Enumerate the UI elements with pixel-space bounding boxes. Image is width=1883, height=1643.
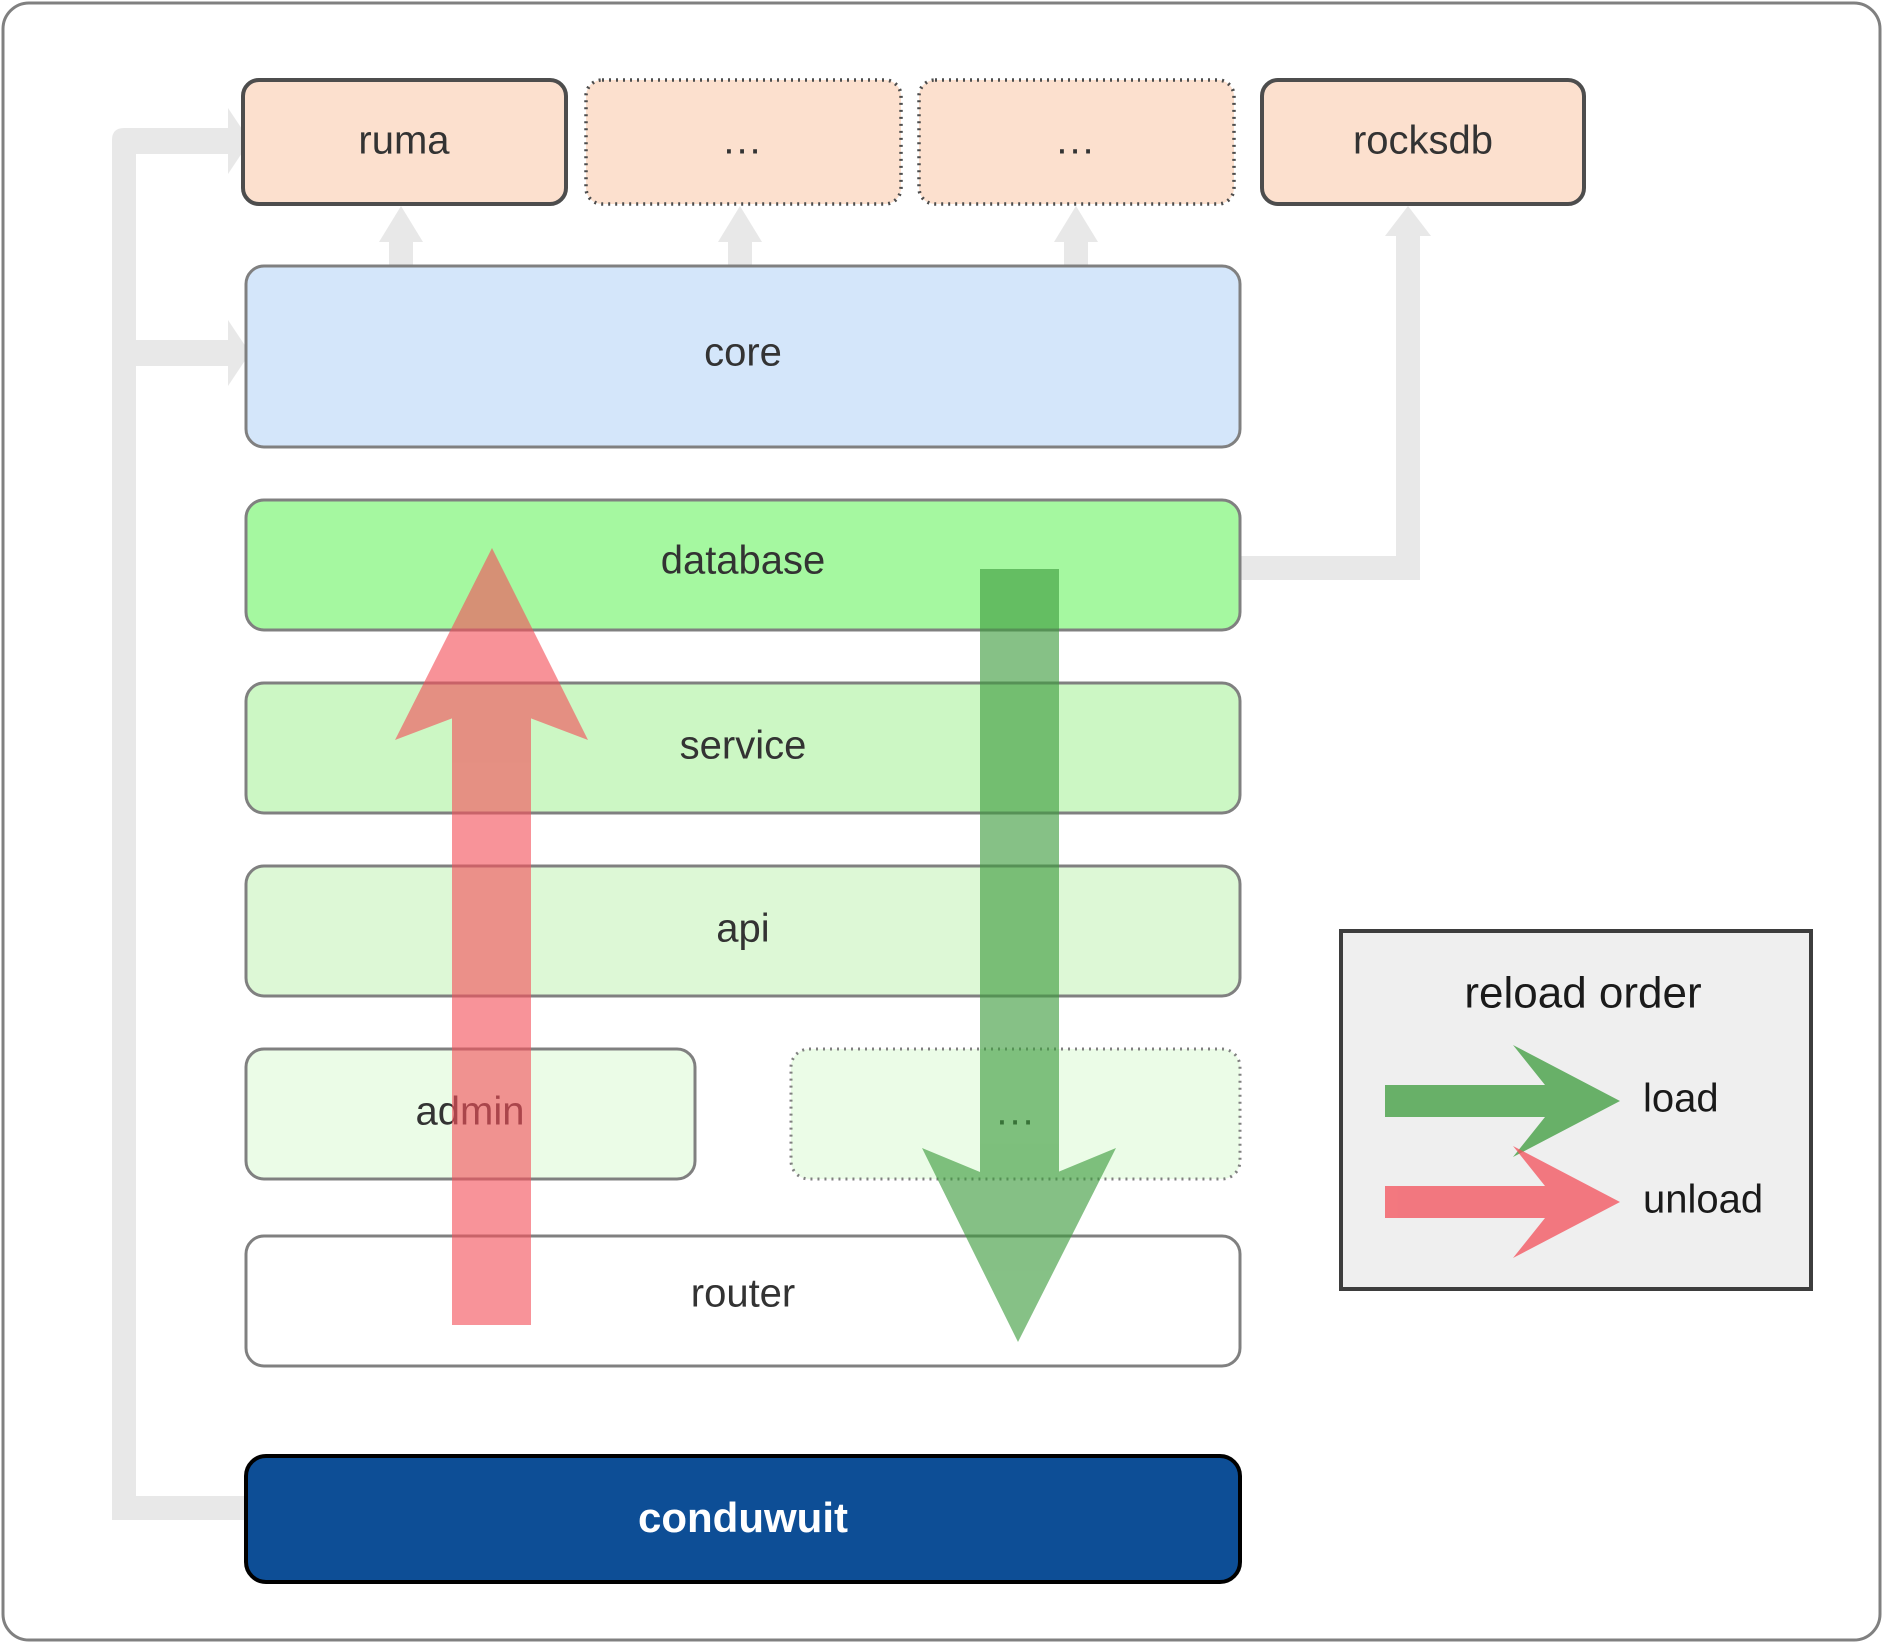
node-ext-placeholder-1[interactable]: ... — [584, 78, 903, 206]
legend-load-arrow-head — [1513, 1045, 1620, 1157]
connector-conduwuit-to-crates — [112, 108, 252, 1520]
legend-item-unload-label: unload — [1643, 1178, 1763, 1222]
load-arrow-shaft — [980, 569, 1059, 1249]
node-database[interactable]: database — [244, 498, 1242, 632]
node-ext-placeholder-1-label: ... — [723, 119, 762, 163]
node-database-label: database — [661, 539, 826, 583]
legend-item-unload: unload — [1385, 1146, 1763, 1258]
node-api-label: api — [716, 907, 769, 951]
node-conduwuit-label: conduwuit — [638, 1494, 848, 1541]
node-core-label: core — [704, 331, 782, 375]
node-rocksdb-label: rocksdb — [1353, 119, 1493, 163]
legend-panel: reload order load unload — [1339, 929, 1813, 1291]
node-api[interactable]: api — [244, 864, 1242, 998]
node-service-label: service — [680, 724, 807, 768]
node-ruma[interactable]: ruma — [241, 78, 568, 206]
node-ruma-label: ruma — [358, 119, 450, 163]
node-router-label: router — [691, 1272, 796, 1316]
legend-item-load-label: load — [1643, 1077, 1719, 1121]
legend-unload-arrow-head — [1513, 1146, 1620, 1258]
unload-arrow-head — [395, 548, 588, 740]
node-router[interactable]: router — [244, 1234, 1242, 1368]
connector-database-to-rocksdb — [1240, 206, 1431, 580]
node-rocksdb[interactable]: rocksdb — [1260, 78, 1586, 206]
unload-arrow — [395, 548, 588, 1325]
unload-arrow-shaft — [452, 645, 531, 1325]
external-crates-row: ruma ... ... rocksdb — [241, 78, 1586, 206]
node-core[interactable]: core — [244, 264, 1242, 449]
legend-title: reload order — [1464, 969, 1701, 1018]
node-conduwuit[interactable]: conduwuit — [244, 1454, 1242, 1584]
node-ext-placeholder-2[interactable]: ... — [917, 78, 1236, 206]
node-service[interactable]: service — [244, 681, 1242, 815]
node-ext-placeholder-2-label: ... — [1056, 119, 1095, 163]
load-arrow-head — [922, 1148, 1116, 1342]
load-arrow — [922, 569, 1116, 1342]
legend-item-load: load — [1385, 1045, 1719, 1157]
